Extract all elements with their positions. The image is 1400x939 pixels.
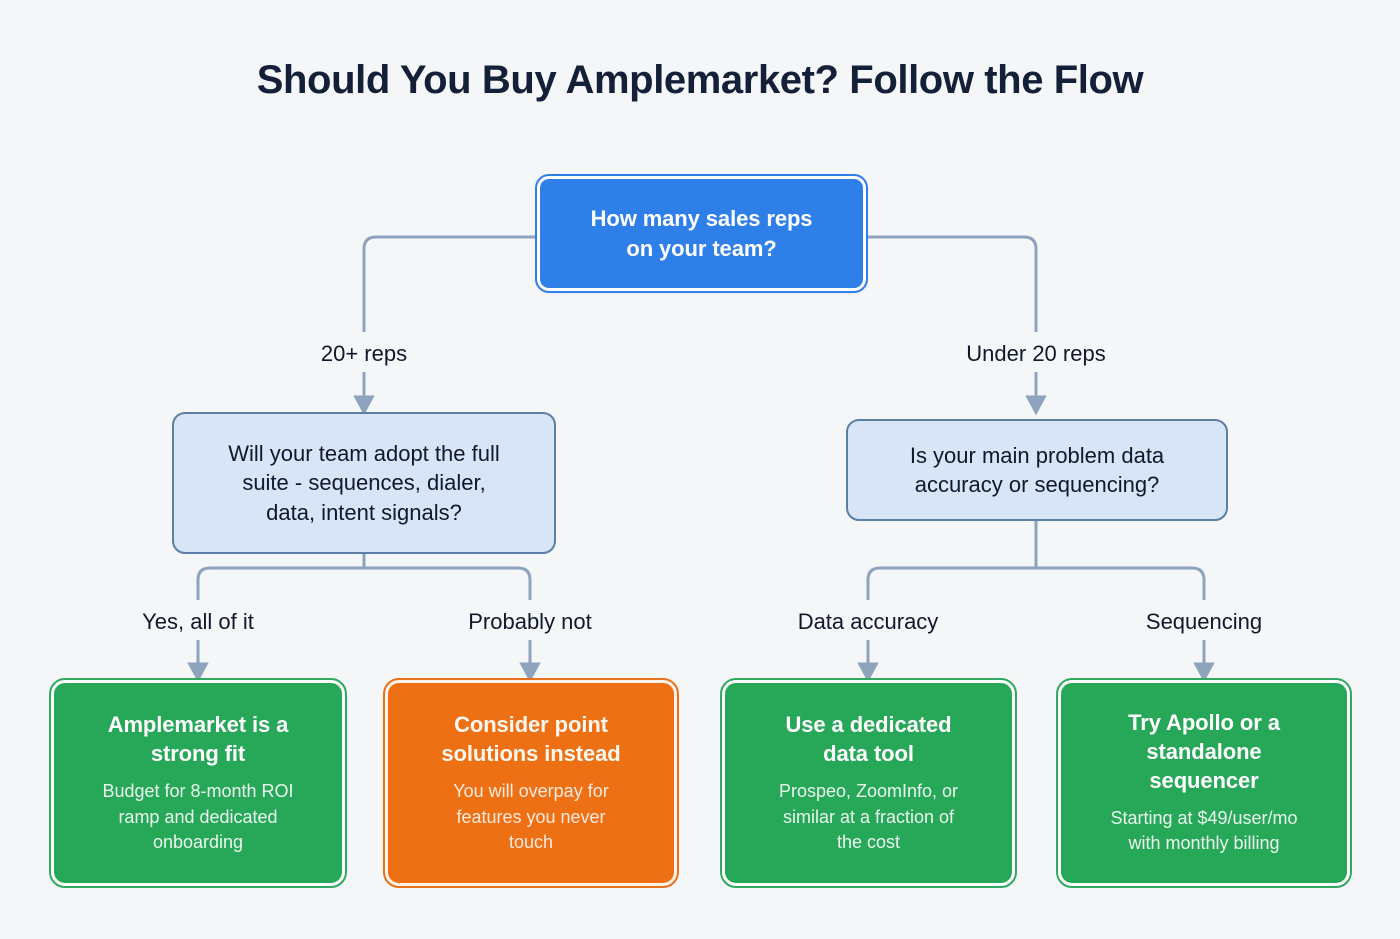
edge-right-split-left [866, 566, 1036, 600]
edge-label-20-plus-reps: 20+ reps [292, 338, 436, 370]
edge-label-yes-all-of-it: Yes, all of it [111, 606, 285, 638]
edge-left-split-left [196, 566, 364, 600]
page-title: Should You Buy Amplemarket? Follow the F… [256, 58, 1144, 102]
edge-left-split-right [364, 566, 532, 600]
edge-root-to-right [866, 235, 1038, 332]
edge-right-split-right [1036, 566, 1206, 600]
edge-label-data-accuracy: Data accuracy [772, 606, 964, 638]
edge-label-under-20-reps: Under 20 reps [937, 338, 1135, 370]
edge-label-probably-not: Probably not [447, 606, 613, 638]
edge-root-to-left [362, 235, 537, 332]
edge-label-sequencing: Sequencing [1122, 606, 1286, 638]
